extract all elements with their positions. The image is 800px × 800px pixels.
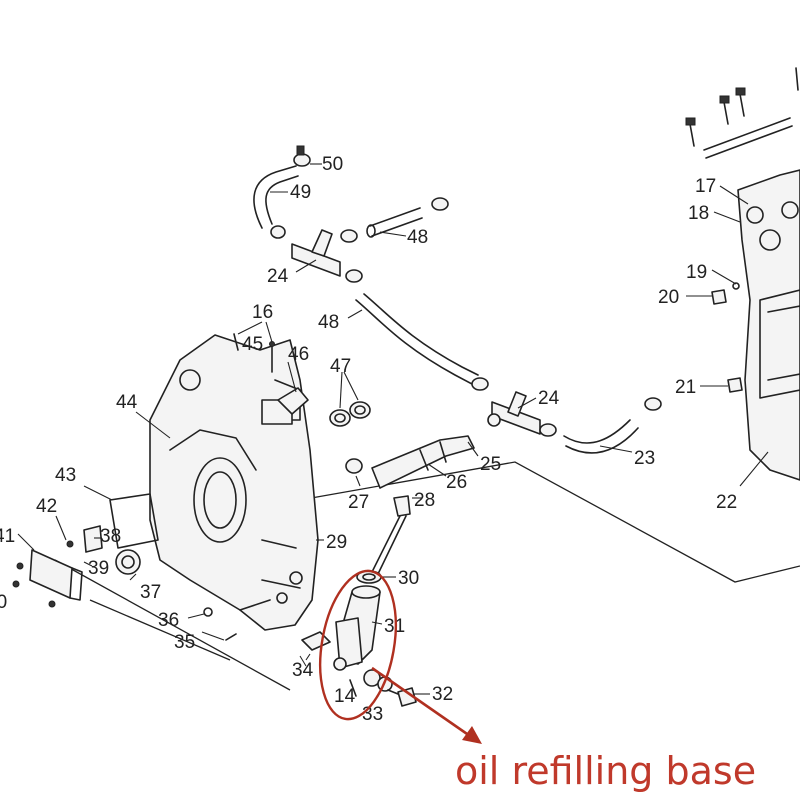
callout-48-upper: 48 — [407, 227, 428, 248]
bolts-35-36 — [203, 607, 237, 641]
stud-20 — [711, 289, 727, 305]
callout-24-upper: 24 — [267, 266, 289, 287]
bolts-16-45 — [233, 333, 275, 373]
callout-44: 44 — [116, 392, 138, 413]
callout-labels: 50 49 48 24 48 16 45 46 47 44 24 23 25 2… — [0, 154, 737, 725]
callout-28: 28 — [414, 490, 435, 511]
callout-43: 43 — [55, 465, 76, 486]
callout-17: 17 — [695, 176, 716, 197]
engine-block-22 — [737, 169, 800, 481]
callout-27: 27 — [348, 492, 369, 513]
callout-39: 39 — [88, 558, 109, 579]
leader-lines — [17, 163, 769, 695]
callout-47: 47 — [330, 356, 351, 377]
plate-38 — [83, 525, 103, 553]
callout-49: 49 — [290, 182, 311, 203]
hose-23 — [563, 419, 639, 454]
small-pin-19 — [732, 282, 740, 290]
hose-48b — [355, 293, 489, 391]
hose-49 — [253, 165, 299, 229]
callout-16: 16 — [252, 302, 273, 323]
callout-21: 21 — [675, 377, 696, 398]
ellipse-highlight-icon — [319, 569, 397, 721]
callout-33: 33 — [362, 704, 383, 725]
rail-and-bolts — [685, 67, 799, 159]
callout-20: 20 — [658, 287, 679, 308]
pin-21 — [727, 377, 743, 393]
callout-19: 19 — [686, 262, 707, 283]
hose-25-26 — [345, 435, 475, 489]
callout-50: 50 — [322, 154, 343, 175]
callout-31: 31 — [384, 616, 405, 637]
bolt-32 — [387, 687, 417, 707]
callout-25: 25 — [480, 454, 501, 475]
callout-18: 18 — [688, 203, 709, 224]
callout-36: 36 — [158, 610, 179, 631]
callout-37: 37 — [140, 582, 161, 603]
filler-tube-31 — [335, 585, 381, 669]
gasket-43 — [109, 493, 159, 549]
callout-14: 14 — [334, 686, 356, 707]
callout-30: 30 — [398, 568, 419, 589]
callout-22: 22 — [716, 492, 737, 513]
callout-23: 23 — [634, 448, 655, 469]
cover-housing-29 — [149, 334, 319, 631]
callout-38: 38 — [100, 526, 121, 547]
callout-35: 35 — [174, 632, 195, 653]
clamp-50b — [270, 225, 286, 239]
hose-48a — [366, 197, 449, 238]
callout-45: 45 — [242, 334, 263, 355]
assembly-guide-lines — [54, 461, 800, 691]
callout-32: 32 — [432, 684, 453, 705]
tee-fitting-24a — [291, 229, 363, 283]
bolt-14 — [349, 679, 357, 697]
arrow-right-down-icon — [371, 666, 482, 744]
callout-42: 42 — [36, 496, 57, 517]
part-46 — [277, 387, 309, 415]
dipstick-28 — [371, 495, 411, 575]
seal-37 — [115, 549, 141, 575]
callout-26: 26 — [446, 472, 467, 493]
callout-41: 41 — [0, 526, 15, 547]
callout-46: 46 — [288, 344, 309, 365]
callout-48-lower: 48 — [318, 312, 339, 333]
caption-text: oil refilling base — [455, 749, 756, 793]
tee-fitting-24b — [487, 391, 662, 437]
cover-41 — [12, 540, 83, 608]
callout-40: 40 — [0, 592, 7, 613]
callout-34: 34 — [292, 660, 314, 681]
callout-24-lower: 24 — [538, 388, 560, 409]
seals-47 — [329, 401, 371, 427]
callout-29: 29 — [326, 532, 347, 553]
clamp-50 — [293, 145, 311, 167]
